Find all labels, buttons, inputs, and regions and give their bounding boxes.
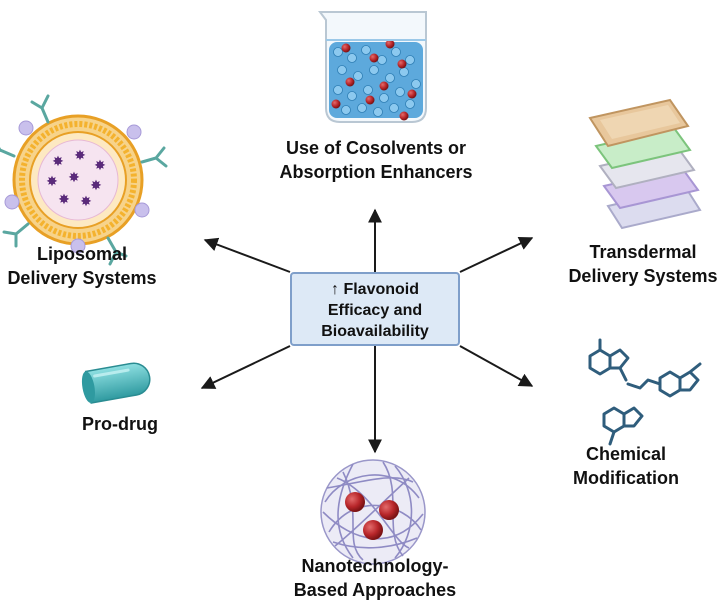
label-prodrug: Pro-drug [60,412,180,436]
label-cosolvents-line-2: Absorption Enhancers [279,162,473,182]
label-cosolvents-line-1: Use of Cosolvents or [285,138,467,158]
arrow-to-prodrug [200,345,291,389]
label-chemical: Chemical Modification [556,442,696,490]
label-cosolvents: Use of Cosolvents or Absorption Enhancer… [270,136,482,184]
center-line-3: Bioavailability [321,323,429,340]
nanoparticle-icon [320,459,426,565]
label-liposomal: Liposomal Delivery Systems [0,242,164,290]
beaker-icon [318,11,427,123]
svg-text:✸: ✸ [52,154,64,170]
label-nano: Nanotechnology- Based Approaches [280,554,470,602]
label-liposomal-line-1: Liposomal [36,244,127,264]
transdermal-patch-icon [588,98,702,230]
label-transdermal: Transdermal Delivery Systems [560,240,726,288]
svg-text:✸: ✸ [58,192,70,208]
center-box: ↑ Flavonoid Efficacy and Bioavailability [290,272,460,346]
label-nano-line-2: Based Approaches [293,580,457,600]
arrow-to-transdermal [459,237,534,273]
center-line-2: Efficacy and [327,302,423,319]
arrow-to-liposomal [203,237,291,273]
label-chemical-line-1: Chemical [585,444,667,464]
label-liposomal-line-2: Delivery Systems [7,268,157,288]
svg-text:✸: ✸ [94,158,106,174]
svg-text:✸: ✸ [80,194,92,210]
svg-text:✸: ✸ [90,178,102,194]
svg-text:✸: ✸ [68,170,80,186]
label-chemical-line-2: Modification [573,468,679,488]
label-transdermal-line-1: Transdermal [589,242,697,262]
capsule-icon [81,362,151,404]
arrow-to-chemical [459,345,534,387]
molecule-structure-icon [588,338,702,446]
svg-text:✸: ✸ [46,174,58,190]
label-prodrug-line-1: Pro-drug [82,414,158,434]
label-nano-line-1: Nanotechnology- [301,556,449,576]
liposome-icon: ✸ ✸ ✸ ✸ ✸ ✸ ✸ ✸ [0,94,168,266]
label-transdermal-line-2: Delivery Systems [568,266,718,286]
arrows [200,208,534,454]
svg-text:✸: ✸ [74,148,86,164]
center-line-1: ↑ Flavonoid [331,281,419,298]
